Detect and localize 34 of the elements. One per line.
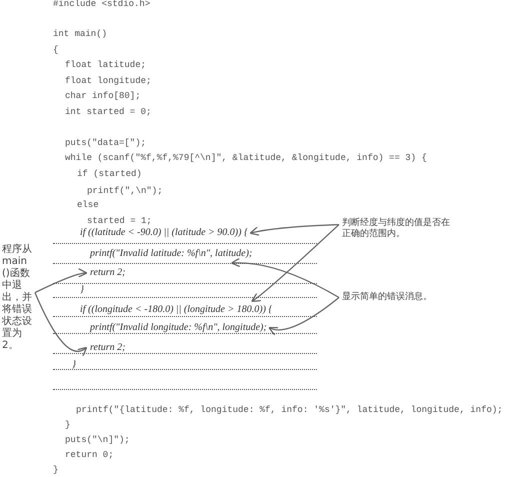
annotation-note: 判断经度与纬度的值是否在正确的范围内。 — [342, 218, 456, 240]
code-line: printf(",\n"); — [87, 186, 163, 197]
code-line: int started = 0; — [65, 107, 152, 118]
arrow — [250, 224, 340, 236]
code-line: else — [77, 200, 99, 211]
handwritten-code-line: return 2; — [90, 342, 126, 354]
code-line: } — [65, 420, 70, 431]
arrow — [268, 297, 340, 336]
code-line: puts("data=["); — [65, 138, 146, 149]
code-line: printf("{latitude: %f, longitude: %f, info: '%s'}", latitude, longitude, info); — [76, 405, 503, 416]
handwritten-code-line: if ((longitude < -180.0) || (longitude > 180.0)) { — [80, 304, 272, 316]
code-line: started = 1; — [87, 216, 152, 227]
handwritten-code-line: } — [72, 359, 76, 371]
code-line: int main() — [53, 29, 108, 40]
code-line: } — [53, 465, 58, 476]
handwritten-code-line: printf("Invalid longitude: %f\n", longitude); — [90, 322, 267, 334]
code-line: return 0; — [65, 450, 114, 461]
arrow — [34, 292, 88, 356]
code-line: float latitude; — [65, 60, 146, 71]
annotation-note: 程序从main()函数中退出，并将错误状态设置为2。 — [2, 244, 33, 352]
code-line: float longitude; — [65, 76, 152, 87]
handwritten-code-line: } — [80, 284, 84, 296]
code-line: { — [53, 45, 58, 56]
code-line: puts("\n]"); — [65, 435, 130, 446]
handwritten-code-line: return 2; — [90, 267, 126, 279]
code-line: char info[80]; — [65, 91, 141, 102]
arrow — [251, 224, 340, 302]
handwritten-code-line: if ((latitude < -90.0) || (latitude > 90.0)) { — [80, 227, 248, 239]
handwritten-code-line: printf("Invalid latitude: %f\n", latitude); — [90, 248, 252, 260]
code-line: while (scanf("%f,%f,%79[^\n]", &latitude, &longitude, info) == 3) { — [65, 153, 427, 164]
code-line: if (started) — [77, 169, 142, 180]
arrow — [230, 258, 340, 298]
arrow — [34, 268, 88, 294]
annotation-note: 显示简单的错误消息。 — [342, 292, 432, 303]
